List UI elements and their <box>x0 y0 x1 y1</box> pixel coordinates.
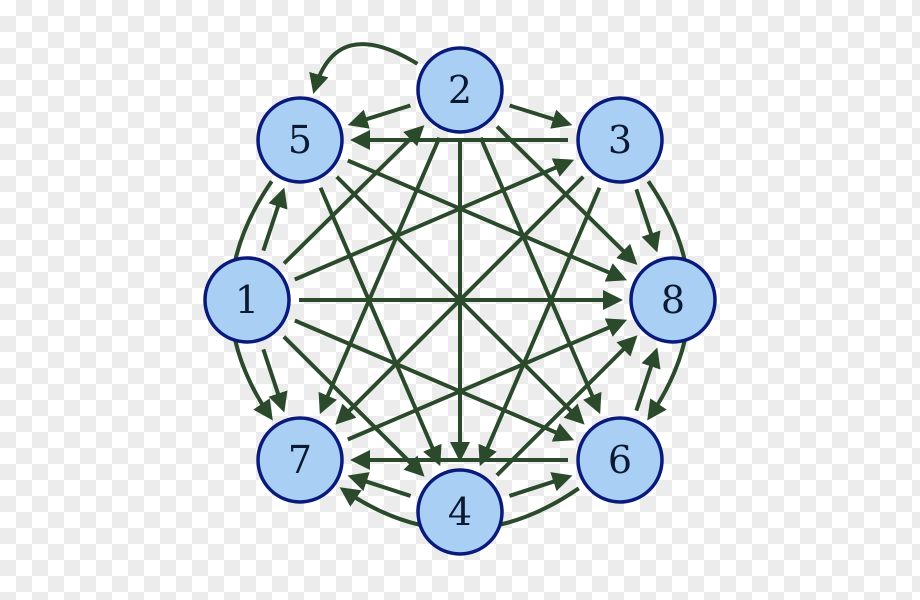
node-6-circle <box>576 416 664 504</box>
node-7-label: 7 <box>288 438 312 482</box>
node-1-label: 1 <box>235 278 259 322</box>
edges-layer <box>228 42 692 532</box>
edge-2-to-5 <box>309 42 419 94</box>
edge-1-to-5 <box>261 187 288 252</box>
edge-1-to-2 <box>282 125 425 265</box>
node-8: 8 <box>629 256 717 344</box>
node-1-circle <box>203 256 291 344</box>
node-6-label: 6 <box>608 438 632 482</box>
edge-6-to-8 <box>634 347 661 412</box>
edge-4-to-8 <box>495 335 638 477</box>
node-4-label: 4 <box>448 490 472 534</box>
edge-7-to-8 <box>347 318 628 442</box>
node-4-circle <box>416 468 504 556</box>
edge-2-to-7 <box>318 136 442 415</box>
node-2: 2 <box>416 46 504 134</box>
edge-1-to-3 <box>294 158 575 282</box>
node-8-label: 8 <box>661 278 685 322</box>
edge-1-to-7 <box>261 348 288 413</box>
edge-4-to-6 <box>508 472 573 498</box>
node-2-label: 2 <box>448 68 472 112</box>
edge-5-to-8 <box>347 158 628 282</box>
node-4: 4 <box>416 468 504 556</box>
node-1: 1 <box>203 256 291 344</box>
node-3-label: 3 <box>608 118 632 162</box>
node-6: 6 <box>576 416 664 504</box>
node-5-circle <box>256 96 344 184</box>
edge-3-to-4 <box>478 186 602 467</box>
node-3-circle <box>576 96 664 184</box>
edge-3-to-8 <box>634 188 661 253</box>
edge-2-to-3 <box>509 103 573 129</box>
node-5: 5 <box>256 96 344 184</box>
edge-2-to-6 <box>478 136 602 415</box>
node-8-circle <box>629 256 717 344</box>
edge-1-to-6 <box>294 318 575 442</box>
node-7-circle <box>256 416 344 504</box>
edge-5-to-6 <box>335 175 585 425</box>
node-3: 3 <box>576 96 664 184</box>
node-7: 7 <box>256 416 344 504</box>
edge-2-to-5 <box>347 103 411 129</box>
nodes-layer: 1 2 3 4 5 6 7 <box>203 46 717 556</box>
edge-4-to-7 <box>347 472 412 498</box>
node-2-circle <box>416 46 504 134</box>
node-5-label: 5 <box>288 118 312 162</box>
edge-5-to-4 <box>318 186 442 467</box>
